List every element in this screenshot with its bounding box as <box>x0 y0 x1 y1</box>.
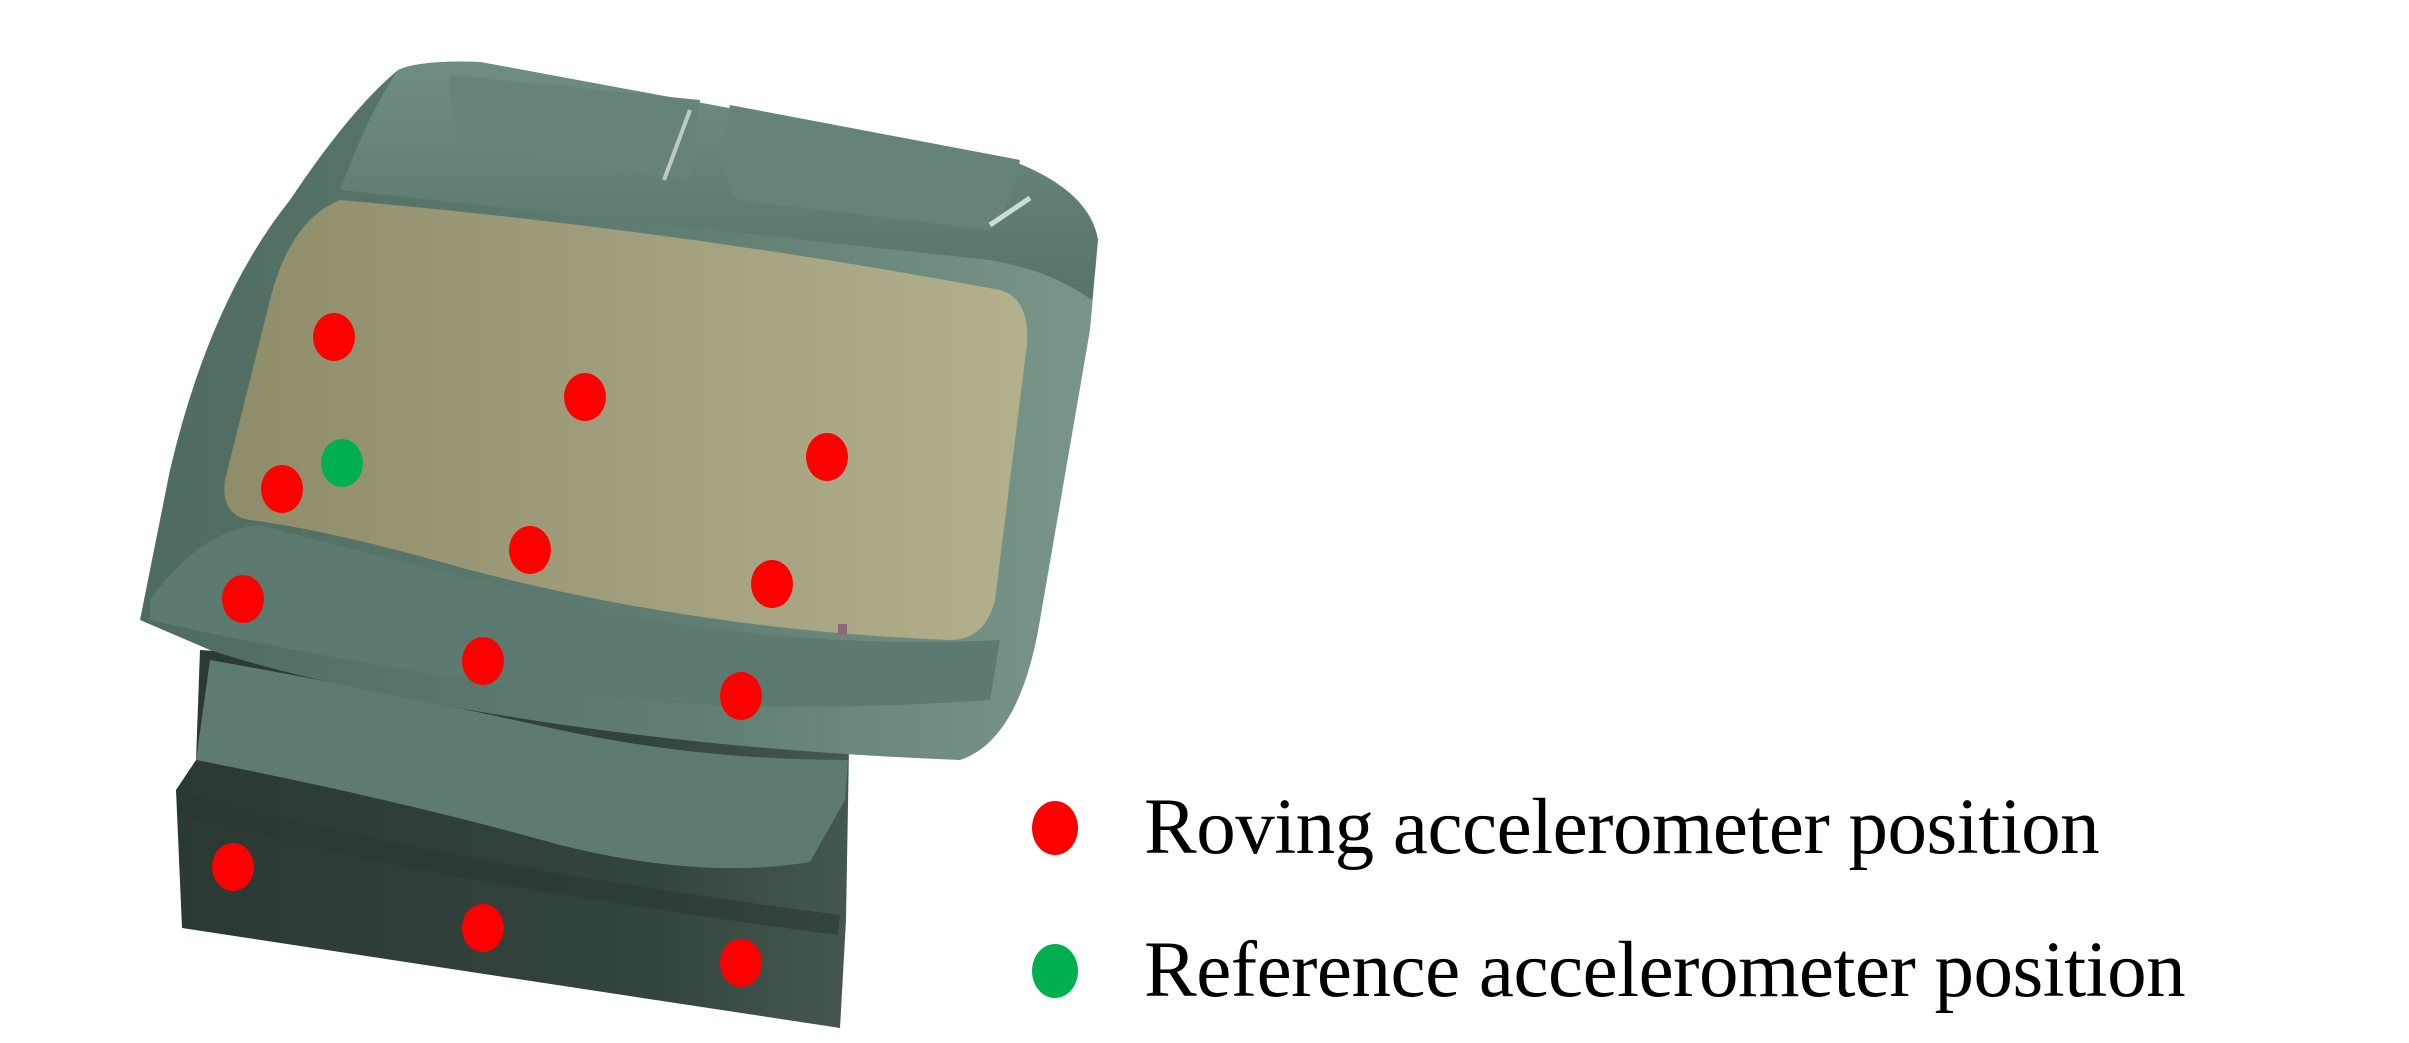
legend-label-reference: Reference accelerometer position <box>1144 927 2186 1014</box>
red-dot-icon <box>1032 801 1078 855</box>
roving-point <box>720 672 762 720</box>
reference-point <box>321 439 363 487</box>
roving-point <box>313 313 355 361</box>
legend-label-roving: Roving accelerometer position <box>1144 784 2100 871</box>
roving-point <box>564 373 606 421</box>
legend-item-roving: Roving accelerometer position <box>1032 778 2100 878</box>
green-dot-icon <box>1032 944 1078 998</box>
roving-point <box>720 939 762 987</box>
roving-point <box>222 575 264 623</box>
hatch-body <box>140 61 1098 760</box>
roving-point <box>261 465 303 513</box>
roving-point <box>751 560 793 608</box>
legend-item-reference: Reference accelerometer position <box>1032 921 2186 1021</box>
roving-point <box>212 843 254 891</box>
reference-points <box>321 439 363 487</box>
roving-points <box>212 313 848 987</box>
lower-panel <box>176 650 850 1028</box>
roving-point <box>806 433 848 481</box>
roving-point <box>509 526 551 574</box>
roving-point <box>462 904 504 952</box>
roving-point <box>462 637 504 685</box>
